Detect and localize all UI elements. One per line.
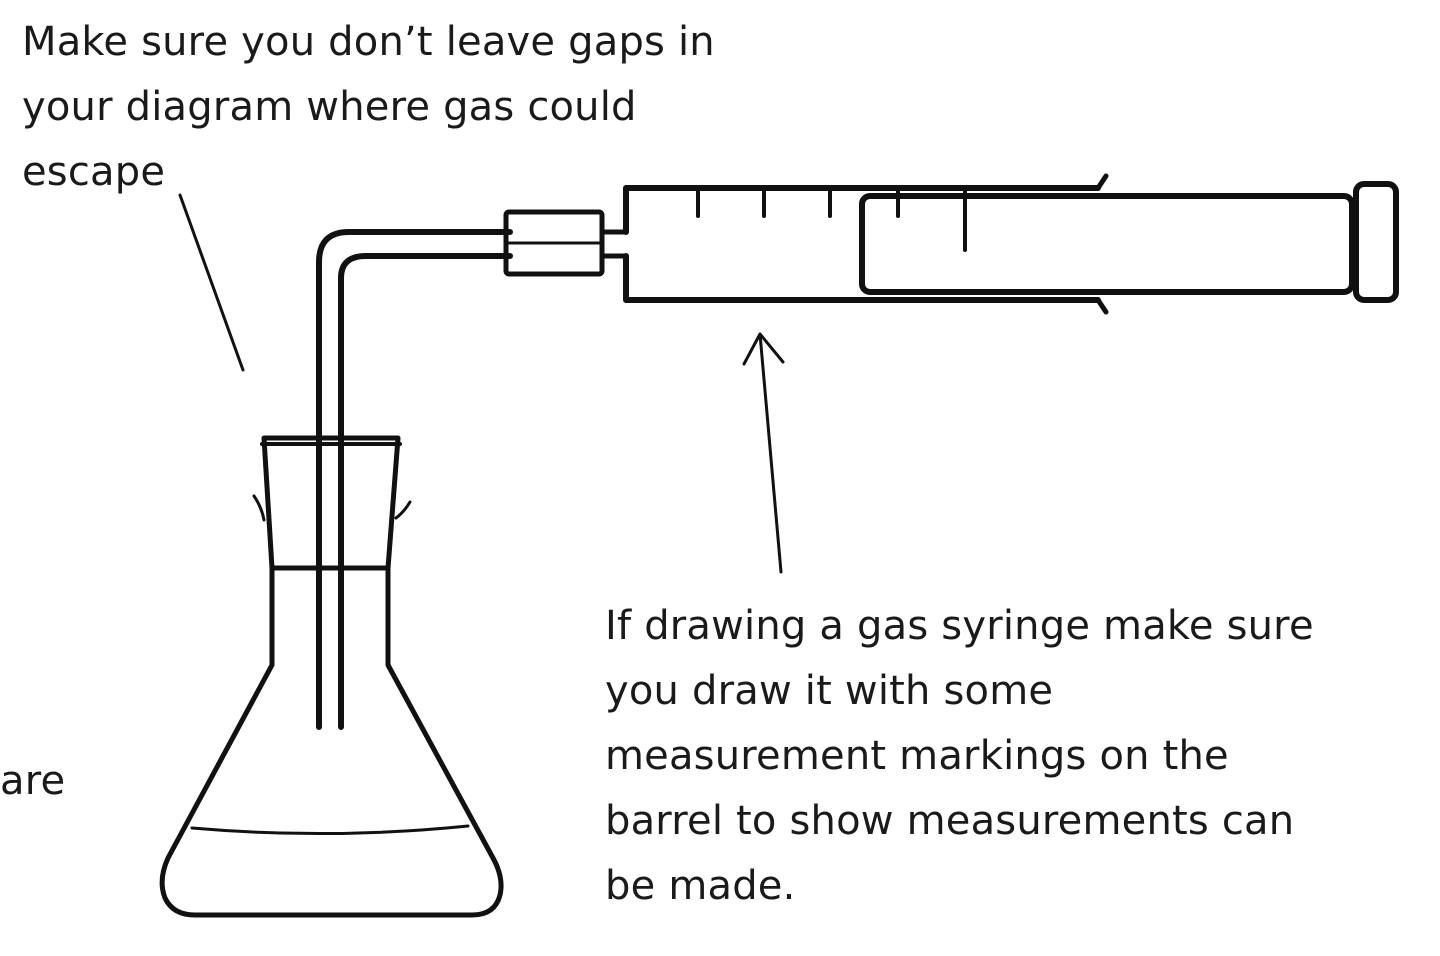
conical-flask [159,565,504,918]
gaps-pointer-line [178,193,245,372]
plunger-handle [1353,181,1399,303]
bung [252,435,412,571]
barrel-flange [1095,173,1109,315]
syringe-annotation: If drawing a gas syringe make sure you d… [605,594,1314,919]
liquid-level [190,824,470,836]
tube-connector [503,209,629,277]
bung-tick-left [252,494,266,522]
bung-tick-right [394,500,412,520]
syringe-annotation-line: barrel to show measurements can [605,798,1295,844]
cropped-text-fragment: are [0,758,66,804]
delivery-tube-outer-wall [316,229,513,730]
delivery-tube [316,229,513,730]
syringe-barrel [623,185,1101,303]
gaps-annotation: Make sure you don’t leave gaps in your d… [22,10,715,205]
gaps-annotation-line: your diagram where gas could [22,84,637,130]
annotation-pointers [178,193,785,574]
syringe-annotation-line: If drawing a gas syringe make sure [605,603,1314,649]
syringe-pointer-arrow [742,332,785,574]
delivery-tube-inner-wall [338,253,513,730]
syringe-annotation-line: measurement markings on the [605,733,1229,779]
syringe-annotation-line: be made. [605,863,796,909]
gaps-annotation-line: Make sure you don’t leave gaps in [22,19,715,65]
syringe-annotation-line: you draw it with some [605,668,1054,714]
flask-outline [159,565,504,918]
gas-syringe [623,173,1399,315]
syringe-nozzle [599,229,629,259]
syringe-plunger [859,193,1355,295]
bung-outline [261,435,401,571]
gaps-annotation-line: escape [22,149,166,195]
